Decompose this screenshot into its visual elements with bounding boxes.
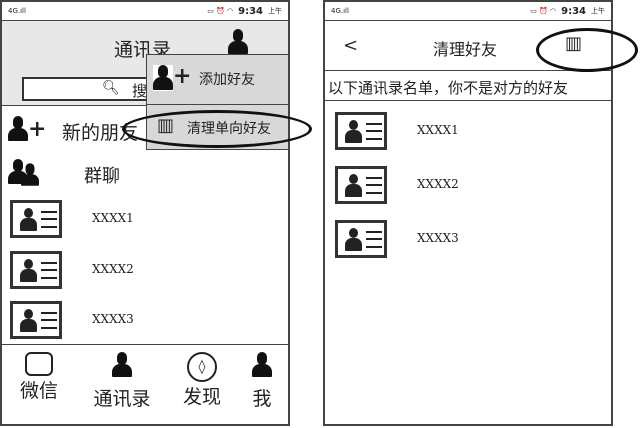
search-icon: 🔍︎ [102,80,120,96]
nav-label: 发现 [182,386,221,408]
plus-icon: + [28,116,47,142]
add-user-icon [153,65,173,91]
nav-label: 微信 [19,380,58,402]
menu-item-add-friend[interactable]: + 添加好友 [147,55,288,105]
person-icon [252,352,272,380]
contact-card-icon [335,166,387,204]
signal-indicator: 4G.ıll [331,7,349,15]
contact-card-icon [335,220,387,258]
contact-name[interactable]: XXXX1 [417,123,459,137]
page-title: 清理好友 [433,40,498,59]
contact-card-icon [10,251,62,289]
clock: 9:34 [238,5,263,17]
compass-icon: ◊ [187,352,217,382]
menu-label: 添加好友 [199,72,255,88]
status-bar: 4G.ıll ▭ ⏰ ◠ 9:34 上午 [325,2,611,21]
group-chat-icon-2 [21,163,39,186]
back-button[interactable]: < [343,35,359,56]
nav-label: 通讯录 [93,388,151,410]
clock: 9:34 [561,5,586,17]
status-bar: 4G.ıll ▭ ⏰ ◠ 9:34 上午 [2,2,288,21]
contact-name[interactable]: XXXX2 [92,262,134,276]
highlight-ellipse [122,110,312,148]
highlight-ellipse [536,28,638,72]
nav-discover[interactable]: ◊ 发现 [172,352,232,409]
new-friends-item[interactable]: 新的朋友 [62,122,139,144]
nav-me[interactable]: 我 [232,352,288,411]
battery-icon: ▭ ⏰ ◠ [530,7,557,15]
contact-name[interactable]: XXXX1 [92,211,134,225]
contact-name[interactable]: XXXX2 [417,177,459,191]
left-phone-screen: 4G.ıll ▭ ⏰ ◠ 9:34 上午 通讯录 🔍︎ 搜 + 新的朋友 群聊 XX… [0,0,290,426]
person-icon[interactable] [228,29,248,55]
add-friend-icon [8,116,28,142]
contact-card-icon [335,112,387,150]
ampm: 上午 [268,7,282,15]
nav-contacts[interactable]: 通讯录 [92,352,152,411]
chat-bubble-icon [25,352,53,376]
contact-card-icon [10,200,62,238]
contact-card-icon [10,301,62,339]
nav-label: 我 [252,388,272,410]
nav-wechat[interactable]: 微信 [9,352,69,403]
search-placeholder: 搜 [132,82,148,100]
contacts-icon [112,352,132,380]
battery-icon: ▭ ⏰ ◠ [207,7,234,15]
ampm: 上午 [591,7,605,15]
notice-text: 以下通讯录名单，你不是对方的好友 [328,79,569,97]
group-chat-item[interactable]: 群聊 [84,166,120,187]
contact-name[interactable]: XXXX3 [92,312,134,326]
contact-name[interactable]: XXXX3 [417,231,459,245]
signal-indicator: 4G.ıll [8,7,26,15]
